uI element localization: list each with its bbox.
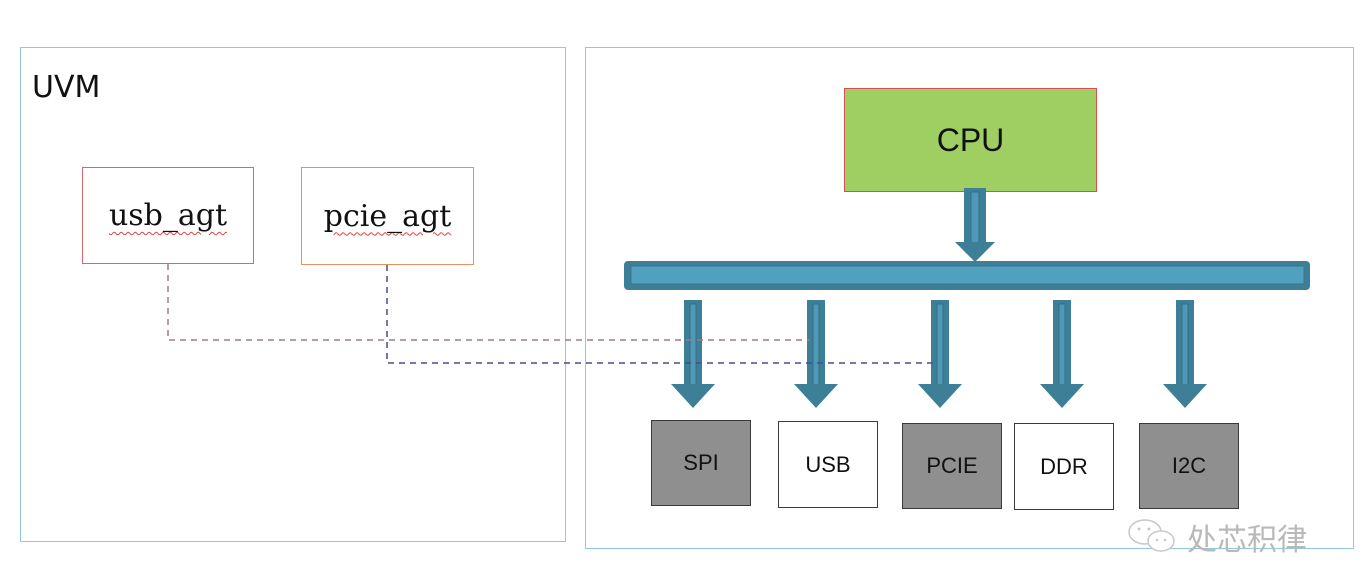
pcie-agent-connection bbox=[386, 265, 935, 364]
usb-agent-connection bbox=[167, 264, 810, 341]
peripheral-label: DDR bbox=[1040, 453, 1088, 479]
bus-to-usb-arrow bbox=[794, 300, 838, 408]
bus-to-ddr-arrow bbox=[1040, 300, 1084, 408]
system-bus bbox=[624, 261, 1310, 290]
cpu-box[interactable]: CPU bbox=[844, 88, 1097, 192]
pcie-agent-label: pcie_agt bbox=[323, 198, 452, 234]
peripheral-spi[interactable]: SPI bbox=[651, 420, 751, 506]
watermark-text: 处芯积律 bbox=[1187, 523, 1307, 558]
usb-agent-box[interactable]: usb_agt bbox=[82, 167, 254, 264]
cpu-to-bus-arrow bbox=[955, 188, 995, 262]
soc-container bbox=[585, 47, 1354, 549]
peripheral-i2c[interactable]: I2C bbox=[1139, 423, 1239, 509]
peripheral-ddr[interactable]: DDR bbox=[1014, 423, 1114, 510]
uvm-title: UVM bbox=[32, 70, 101, 105]
bus-to-spi-arrow bbox=[671, 300, 715, 408]
peripheral-label: SPI bbox=[683, 450, 719, 475]
watermark: 处芯积律 bbox=[1127, 515, 1307, 559]
peripheral-pcie[interactable]: PCIE bbox=[902, 423, 1002, 509]
bus-to-i2c-arrow bbox=[1163, 300, 1207, 408]
peripheral-usb[interactable]: USB bbox=[778, 421, 878, 508]
bus-to-pcie-arrow bbox=[918, 300, 962, 408]
wechat-icon bbox=[1127, 517, 1179, 557]
cpu-label: CPU bbox=[936, 121, 1005, 158]
peripheral-label: I2C bbox=[1171, 453, 1207, 478]
pcie-agent-box[interactable]: pcie_agt bbox=[301, 167, 474, 265]
peripheral-label: PCIE bbox=[926, 453, 978, 478]
usb-agent-label: usb_agt bbox=[108, 198, 228, 233]
peripheral-label: USB bbox=[805, 451, 851, 477]
uvm-container bbox=[20, 47, 566, 542]
